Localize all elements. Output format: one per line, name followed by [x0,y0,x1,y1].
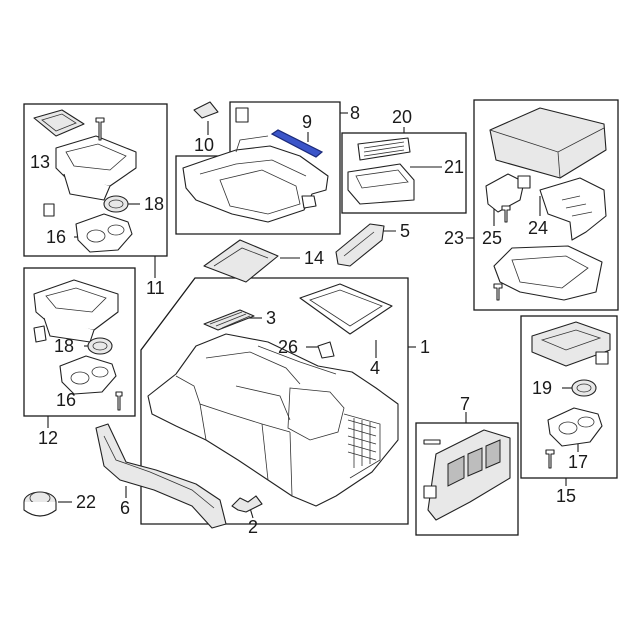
callout-22: 22 [76,492,96,512]
part-16-cupholder [75,213,133,253]
group-box-15 [520,315,618,479]
screw-icon-7 [423,439,441,445]
callout-16: 16 [46,227,66,247]
callout-21: 21 [444,157,464,177]
callout-25: 25 [482,228,502,248]
callout-20: 20 [392,107,412,127]
part-5-bracket [335,223,385,267]
part-15-bin [531,321,611,367]
part-6-side-trim[interactable] [95,423,227,529]
clip-icon-15 [595,351,609,365]
group-box-1 [140,277,409,525]
part-18b-grommet [87,337,113,355]
part-2-bracket [231,495,263,513]
screw-icon [95,117,105,141]
part-23-base [493,245,603,301]
callout-23: 23 [444,228,464,248]
group-box-23 [473,99,619,311]
clip-icon-7 [423,485,437,499]
leader-lines [47,112,579,519]
callout-12: 12 [38,428,58,448]
part-23-armrest[interactable] [489,107,607,179]
callout-2: 2 [248,517,258,537]
part-13-mat [33,109,85,137]
screw-icon-23b [493,283,503,301]
part-18-grommet [103,195,129,213]
part-26-clip [317,341,335,359]
part-12-bin [33,279,119,343]
callout-1: 1 [420,337,430,357]
callout-24: 24 [528,218,548,238]
clip-icon-12 [33,325,47,343]
callout-18: 18 [144,194,164,214]
part-17-cupholder [547,407,603,447]
part-10-clip [193,101,219,119]
callout-9: 9 [302,112,312,132]
console-vent-grid [347,418,377,468]
callout-8: 8 [350,103,360,123]
part-14-panel [203,239,279,283]
callout-3: 3 [266,308,276,328]
callout-4: 4 [370,358,380,378]
part-22-cap [23,491,57,517]
callout-18b: 18 [54,336,74,356]
screw-icon-12 [115,391,123,411]
part-6-trim-detail [103,435,215,509]
part-3-mat-lines [209,311,251,329]
callout-13: 13 [30,152,50,172]
part-16b-cupholder [59,355,117,395]
part-1-console[interactable] [147,333,399,507]
screw-icon-15 [545,449,555,469]
screw-icon-23 [501,205,511,223]
callout-17: 17 [568,452,588,472]
group-box-11 [23,103,168,257]
callout-16b: 16 [56,390,76,410]
part-11-bin [55,135,137,201]
callout-10: 10 [194,135,214,155]
callout-11: 11 [146,278,165,298]
part-7-bezel[interactable] [427,429,511,521]
part-24-latch [539,177,607,241]
callout-19: 19 [532,378,552,398]
part-19-grommet [571,379,597,397]
callout-26: 26 [278,337,298,357]
part-3-mat [203,309,255,331]
group-box-12 [23,267,136,417]
part-4-tray [299,283,393,335]
callout-6: 6 [120,498,130,518]
callout-15: 15 [556,486,576,506]
callout-7: 7 [460,394,470,414]
callout-14: 14 [304,248,324,268]
group-box-7 [415,422,519,536]
part-25-hinge [485,173,531,213]
callout-5: 5 [400,221,410,241]
part-9-highlighted[interactable] [270,129,324,158]
clip-icon [43,203,55,217]
part-8-assembly [182,107,329,223]
part-21-tray [347,137,415,205]
